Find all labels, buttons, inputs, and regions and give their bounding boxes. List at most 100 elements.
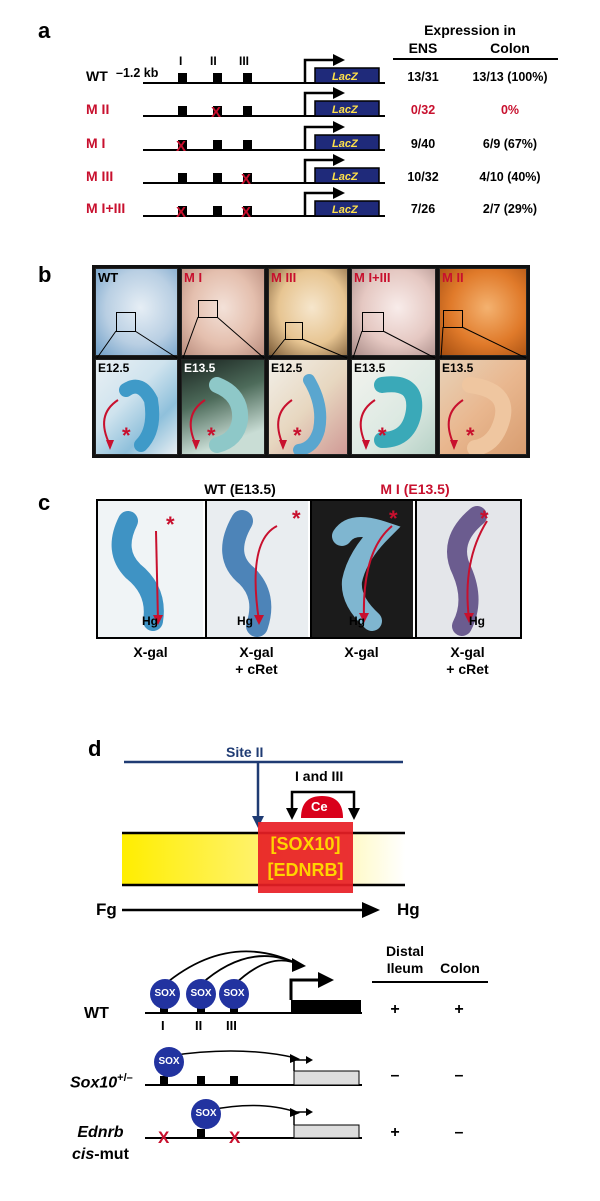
expression-header: Expression in (424, 22, 516, 38)
col-underline (372, 981, 488, 983)
site-label-ii-d: II (195, 1018, 203, 1033)
zoom-box-m-ii (443, 310, 463, 328)
col-colon-header: Colon (490, 40, 530, 56)
hg-label-d: Hg (397, 900, 420, 919)
star-b-4: * (378, 423, 387, 448)
row-label-m-i-iii: M I+III (86, 200, 126, 216)
row-label-wt: WT (86, 68, 108, 84)
stage-label-1: E12.5 (98, 361, 130, 375)
gut-xgal-wt (98, 501, 203, 637)
caption-c-1: X-gal (133, 644, 168, 660)
top-label-m-i: M I (184, 270, 203, 285)
panel-b-arrows (103, 399, 464, 450)
ednrb-gene-name: Ednrb (77, 1124, 124, 1141)
site-label-i-d: I (161, 1018, 165, 1033)
top-label-m-ii: M II (442, 270, 464, 285)
gut-closeup-m-i-iii (351, 359, 436, 455)
star-b-2: * (207, 423, 216, 448)
svg-text:X: X (158, 1128, 170, 1147)
stage-label-2: E13.5 (184, 361, 216, 375)
colon-value-wt: 13/13 (100%) (472, 70, 548, 84)
sox-label-3: SOX (223, 988, 245, 999)
col-distal-ileum: Distal Ileum (385, 943, 425, 976)
site-ii-title: Site II (226, 744, 264, 760)
star-c-1: * (166, 512, 175, 537)
stage-label-5: E13.5 (442, 361, 474, 375)
site-i-label: I (179, 54, 183, 68)
distal-wt: + (390, 1001, 400, 1018)
group-wt-title: WT (E13.5) (204, 481, 276, 497)
svg-text:X: X (241, 204, 251, 221)
colon-value-m-i-iii: 2/7 (29%) (482, 202, 538, 216)
panel-a-label: a (38, 18, 51, 43)
ens-value-m-ii: 0/32 (410, 103, 436, 117)
star-b-1: * (122, 423, 131, 448)
svg-text:X: X (211, 104, 221, 121)
colon-value-m-ii: 0% (500, 103, 520, 117)
star-b-5: * (466, 423, 475, 448)
star-c-2: * (292, 506, 301, 531)
hg-label-c-1: Hg (142, 614, 158, 628)
svg-text:X: X (241, 171, 251, 188)
row-label-m-ii: M II (86, 101, 110, 117)
sox-label-1: SOX (154, 988, 176, 999)
hg-label-c-4: Hg (469, 614, 485, 628)
ce-label: Ce (311, 799, 328, 814)
svg-text:LacZ: LacZ (332, 138, 359, 150)
embryo-photo-m-i (181, 268, 265, 356)
colon-value-m-iii: 4/10 (40%) (479, 170, 541, 184)
col-colon-d: Colon (440, 960, 480, 976)
row-label-m-i: M I (86, 135, 106, 151)
embryo-photo-m-ii (439, 268, 527, 356)
star-c-4: * (480, 506, 489, 531)
cis-text: cis (72, 1146, 95, 1163)
distal-sox10: – (390, 1067, 400, 1084)
header-underline (393, 58, 558, 60)
zoom-box-wt (116, 312, 136, 332)
box-line-sox10: [SOX10] (270, 834, 341, 854)
zoom-box-m-i-iii (362, 312, 384, 332)
row-label-ednrb: Ednrb cis-mut (72, 1122, 129, 1166)
fg-label: Fg (96, 900, 117, 919)
svg-text:X: X (176, 204, 186, 221)
top-label-wt: WT (98, 270, 119, 285)
mut-text: -mut (94, 1146, 129, 1163)
hg-label-c-3: Hg (349, 614, 365, 628)
sox-label-2: SOX (190, 988, 212, 999)
gut-xgal-cret-wt (205, 501, 308, 637)
caption-c-4: X-gal + cRet (446, 644, 489, 677)
site-iii-label: III (239, 54, 250, 68)
sox10-genotype: +/– (117, 1072, 133, 1084)
colon-ednrb: – (454, 1124, 464, 1141)
ens-value-m-i-iii: 7/26 (410, 202, 436, 216)
svg-text:LacZ: LacZ (332, 104, 359, 116)
svg-text:LacZ: LacZ (332, 171, 359, 183)
i-and-iii-title: I and III (295, 768, 344, 784)
construct-diagrams: LacZ LacZ X LacZ X (143, 54, 385, 221)
top-label-m-i-iii: M I+III (354, 270, 391, 285)
distance-label: –1.2 kb (116, 66, 159, 80)
panel-b-label: b (38, 262, 52, 287)
distal-ednrb: + (390, 1124, 400, 1141)
colon-sox10: – (454, 1067, 464, 1084)
col-ens-header: ENS (408, 40, 438, 56)
caption-c-2: X-gal + cRet (235, 644, 278, 677)
zoom-box-m-iii (285, 322, 303, 340)
panel-d-label: d (88, 736, 102, 761)
zoom-lines (96, 316, 527, 359)
svg-text:X: X (229, 1128, 241, 1147)
stage-label-3: E12.5 (271, 361, 303, 375)
top-label-m-iii: M III (271, 270, 297, 285)
zoom-box-m-i (198, 300, 218, 318)
svg-text:LacZ: LacZ (332, 71, 359, 83)
gut-closeup-m-i (181, 359, 265, 455)
colon-wt-d: + (454, 1001, 464, 1018)
ens-value-m-iii: 10/32 (407, 170, 439, 184)
gut-xgal-m-i (310, 501, 413, 637)
panel-c-frame (96, 499, 522, 639)
caption-c-3: X-gal (344, 644, 379, 660)
site-label-iii-d: III (226, 1018, 237, 1033)
gut-schematic (122, 760, 405, 918)
svg-text:LacZ: LacZ (332, 204, 359, 216)
